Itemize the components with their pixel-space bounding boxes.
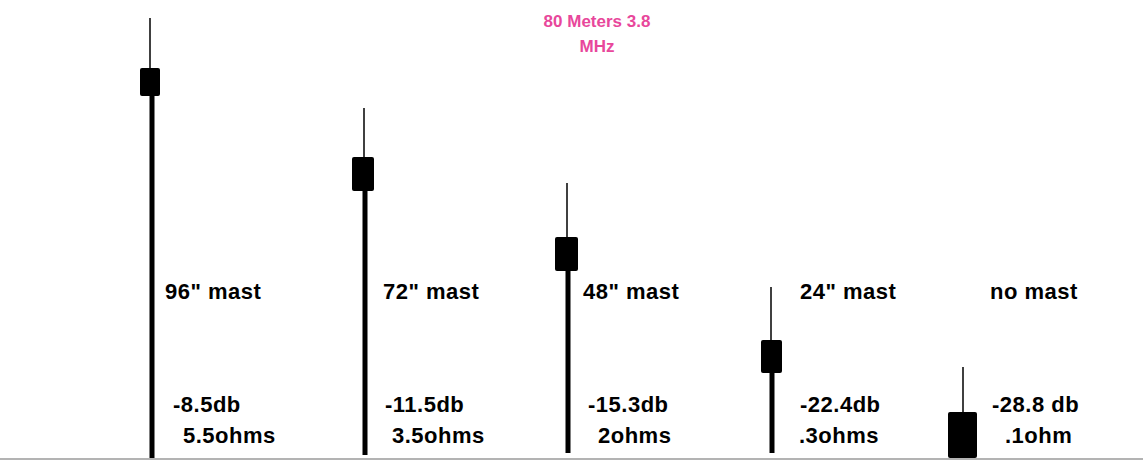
- mast-height-label: 48" mast: [583, 279, 679, 305]
- mast-height-label: no mast: [990, 279, 1078, 305]
- measurement-label: .1ohm: [1005, 423, 1072, 449]
- measurement-label: 2ohms: [598, 423, 671, 449]
- measurement-label: -8.5db: [173, 392, 241, 418]
- whip: [770, 287, 772, 342]
- measurement-label: .3ohms: [799, 423, 879, 449]
- measurement-label: 5.5ohms: [183, 423, 276, 449]
- whip: [363, 108, 365, 159]
- mast-height-label: 72" mast: [383, 279, 479, 305]
- mast: [363, 189, 368, 455]
- whip: [149, 18, 151, 70]
- loading-coil: [948, 412, 977, 458]
- measurement-label: -28.8 db: [992, 392, 1079, 418]
- title: 80 Meters 3.8 MHz: [542, 9, 652, 59]
- whip: [962, 367, 964, 414]
- mast-height-label: 96" mast: [165, 279, 261, 305]
- loading-coil: [140, 68, 160, 96]
- loading-coil: [352, 157, 374, 191]
- ground-line: [0, 458, 1143, 460]
- whip: [566, 183, 568, 239]
- mast: [566, 269, 571, 453]
- loading-coil: [555, 237, 578, 271]
- mast-height-label: 24" mast: [800, 279, 896, 305]
- mast: [770, 371, 775, 453]
- measurement-label: -15.3db: [588, 392, 669, 418]
- loading-coil: [761, 340, 782, 373]
- mast: [150, 94, 155, 458]
- measurement-label: -11.5db: [385, 392, 464, 418]
- measurement-label: -22.4db: [800, 392, 881, 418]
- measurement-label: 3.5ohms: [392, 423, 485, 449]
